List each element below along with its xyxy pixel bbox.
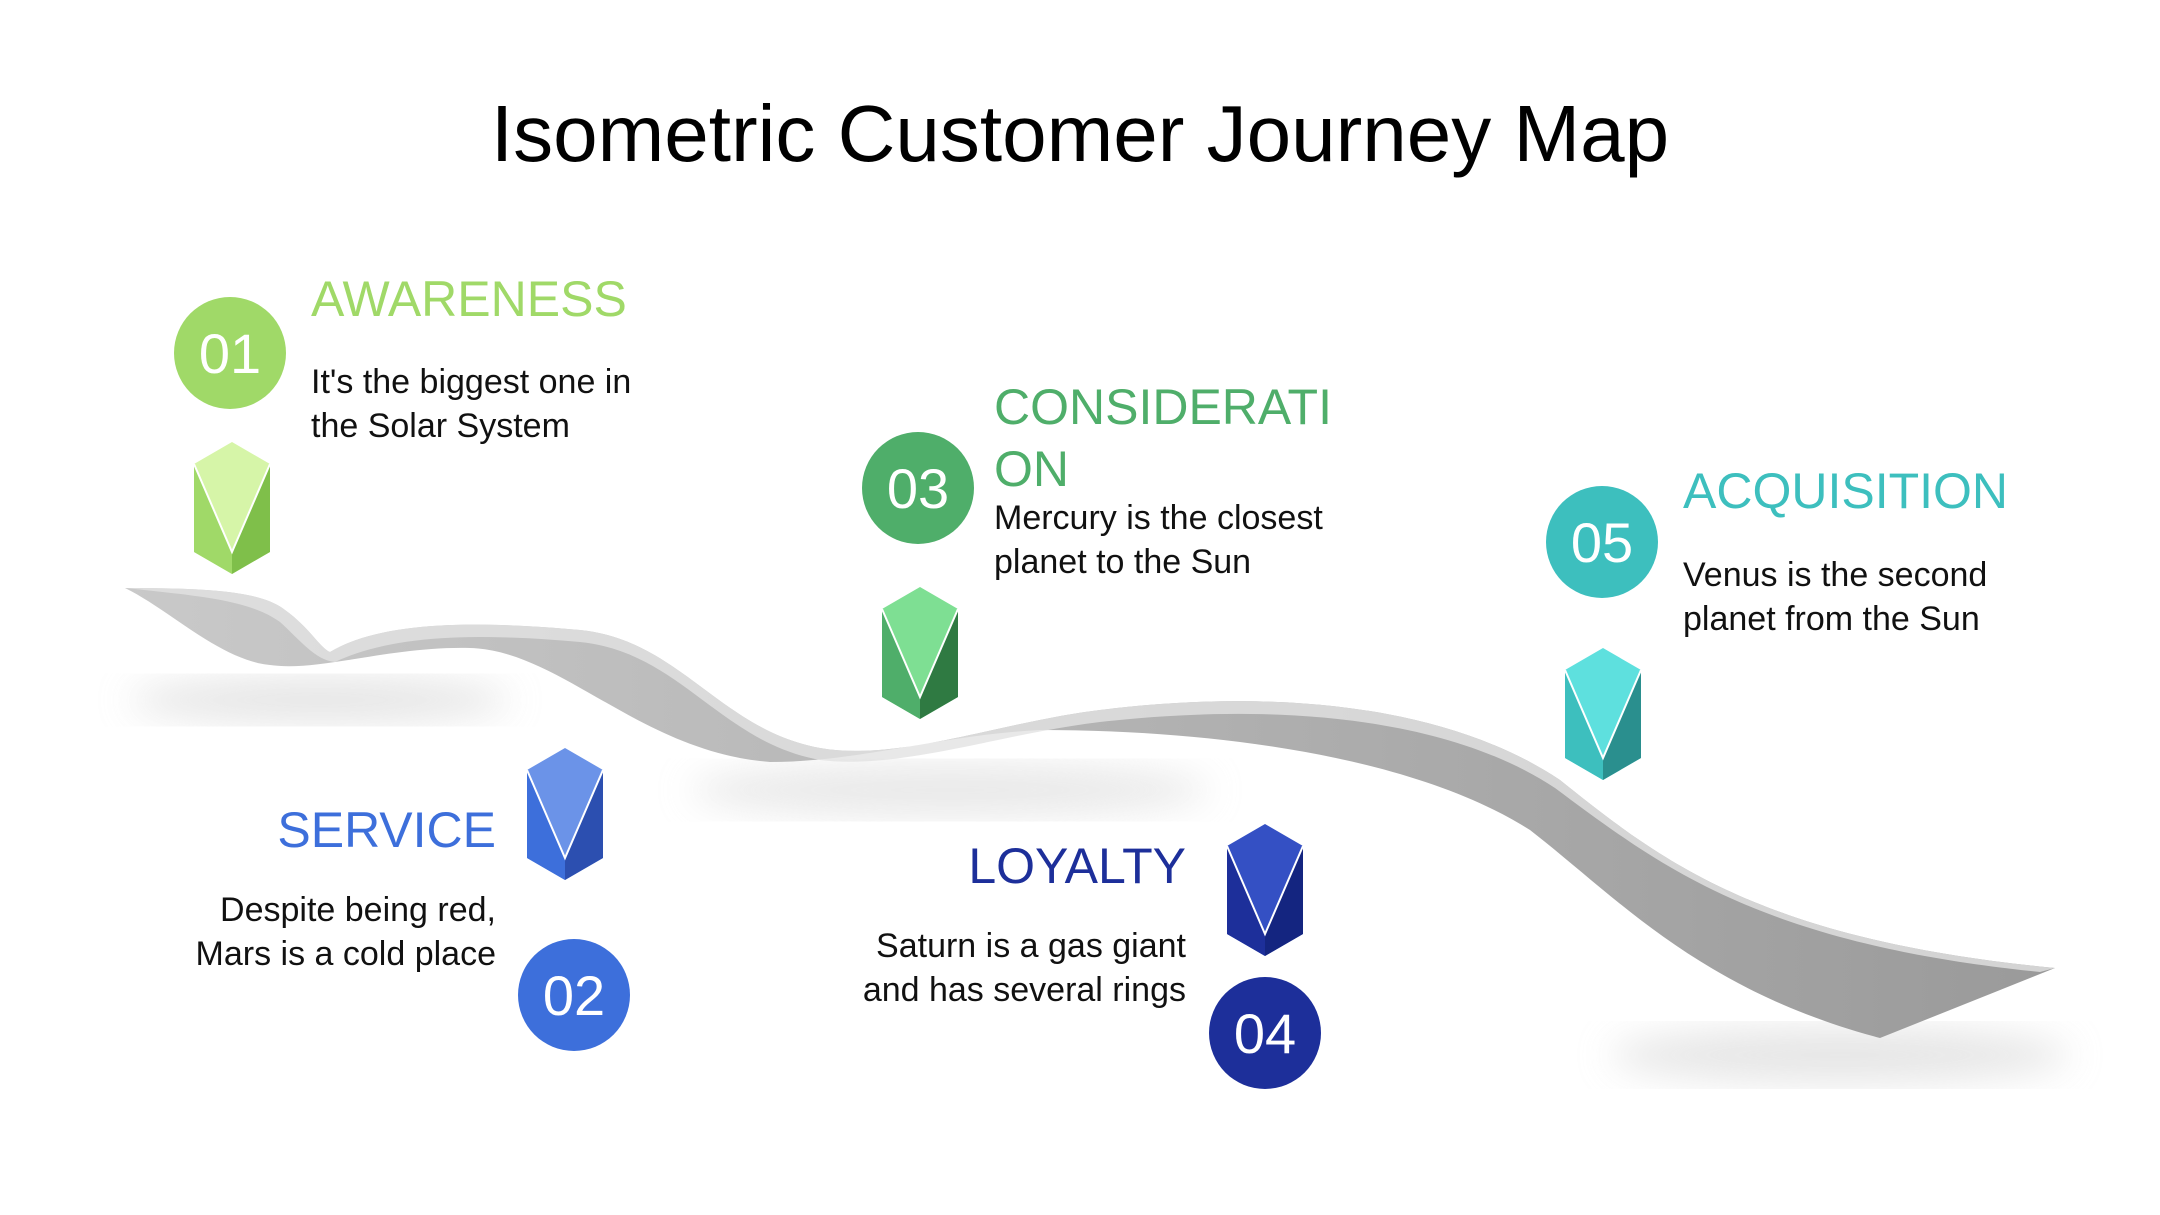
stage-03-gem-icon [882,587,958,719]
stage-04-number: 04 [1233,1001,1297,1065]
stage-05-description: Venus is the second planet from the Sun [1683,553,1987,641]
stage-02-number-circle: 02 [518,939,630,1051]
stage-02-gem-icon [527,748,603,880]
stage-04-description: Saturn is a gas giant and has several ri… [786,924,1186,1012]
stage-05-title: ACQUISITION [1683,463,2009,519]
stage-04-desc-line1: Saturn is a gas giant [876,927,1186,965]
stage-04-number-circle: 04 [1209,977,1321,1089]
stage-05-desc-line1: Venus is the second [1683,556,1988,594]
stage-02-desc-line1: Despite being red, [220,891,496,929]
stage-04-title: LOYALTY [968,838,1186,894]
stage-01-number: 01 [198,321,262,385]
stage-05-gem-icon [1565,648,1641,780]
stage-05-number-circle: 05 [1546,486,1658,598]
stage-02-title: SERVICE [277,802,496,858]
stage-03-title-line1: CONSIDERATI [994,379,1332,435]
stage-04-desc-line2: and has several rings [862,971,1186,1009]
stage-03-title: CONSIDERATI ON [994,376,1332,500]
stage-05-desc-line2: planet from the Sun [1683,600,1980,638]
stage-03-desc-line1: Mercury is the closest [994,499,1323,537]
road-ribbon [125,588,2055,1038]
stage-02-number: 02 [542,963,606,1027]
stage-03-desc-line2: planet to the Sun [994,543,1252,581]
stage-02-description: Despite being red, Mars is a cold place [96,888,496,976]
stage-01-number-circle: 01 [174,297,286,409]
stage-01-desc-line1: It's the biggest one in [311,363,632,401]
stage-04-gem-icon [1227,824,1303,956]
stage-05-number: 05 [1570,510,1634,574]
road-shadow [130,678,2070,1083]
stage-03-title-line2: ON [994,441,1069,497]
stage-02-desc-line2: Mars is a cold place [195,935,496,973]
stage-03-number: 03 [886,456,950,520]
stage-03-number-circle: 03 [862,432,974,544]
stage-01-desc-line2: the Solar System [311,407,570,445]
stage-01-title: AWARENESS [311,271,627,327]
stage-01-description: It's the biggest one in the Solar System [311,360,631,448]
stage-01-gem-icon [194,442,270,574]
page-title: Isometric Customer Journey Map [490,89,1670,178]
stage-03-description: Mercury is the closest planet to the Sun [994,496,1323,584]
